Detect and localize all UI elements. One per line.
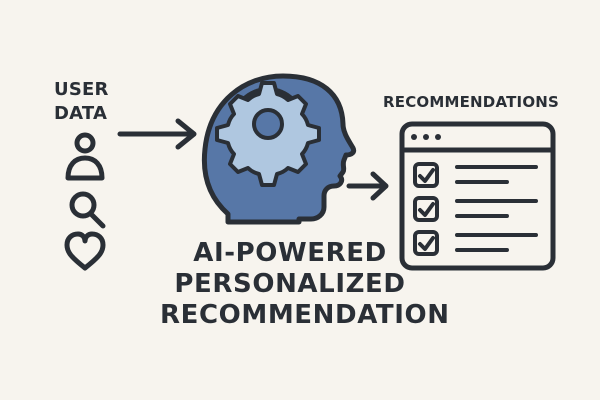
recommendations-label: RECOMMENDATIONS <box>383 93 560 111</box>
recommendation-line-3 <box>455 233 538 252</box>
check-icon-1 <box>418 168 435 183</box>
checkbox-2 <box>413 196 439 222</box>
diagram-title-line-2: PERSONALIZED <box>174 269 406 299</box>
user-icon <box>65 132 105 181</box>
check-icon-3 <box>418 236 435 251</box>
diagram-title-line-1: AI-POWERED <box>193 238 387 268</box>
checkbox-1 <box>413 162 439 188</box>
diagram-title: AI-POWERED PERSONALIZED RECOMMENDATION <box>160 238 450 331</box>
recommendation-line-2 <box>455 199 538 218</box>
user-data-label-line-2: DATA <box>54 103 108 124</box>
check-icon-2 <box>418 202 435 217</box>
user-data-label: USER DATA <box>54 78 109 126</box>
diagram-title-line-3: RECOMMENDATION <box>160 300 450 330</box>
search-icon <box>69 191 106 229</box>
heart-icon <box>64 231 106 271</box>
recommendation-row-3 <box>413 230 538 256</box>
recommendation-row-2 <box>413 196 538 222</box>
gear-icon <box>215 81 321 187</box>
input-arrow <box>117 118 197 150</box>
recommendation-line-1 <box>455 165 538 184</box>
recommendation-row-1 <box>413 162 538 188</box>
user-data-label-line-1: USER <box>54 79 109 100</box>
recommendation-window <box>399 121 556 271</box>
output-arrow <box>346 171 389 201</box>
checkbox-3 <box>413 230 439 256</box>
